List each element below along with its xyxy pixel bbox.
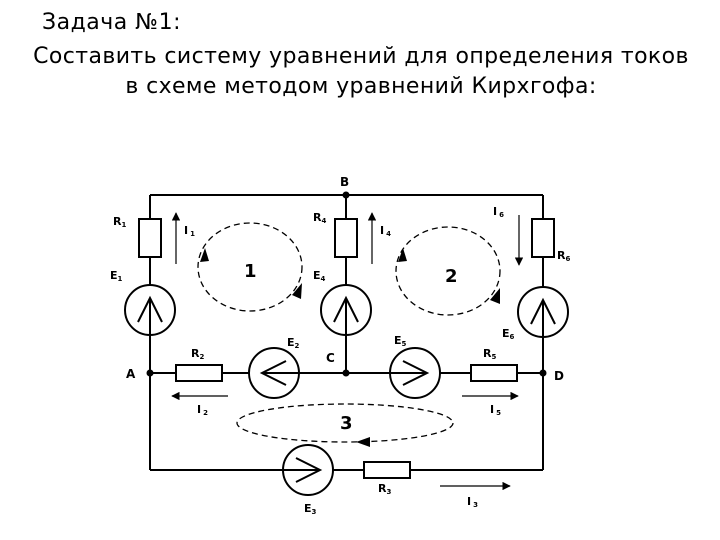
resistor-r3: [363, 461, 411, 479]
loop-arrow-1b: [292, 283, 302, 299]
loop-arrow-2b: [490, 288, 500, 304]
resistor-r2: [175, 364, 223, 382]
resistor-r4: [334, 218, 358, 258]
label-e3: E3: [304, 502, 317, 516]
loop-arrow-2: [398, 248, 407, 262]
node-label-b: B: [340, 175, 349, 189]
label-r2: R2: [191, 347, 204, 361]
label-r1: R1: [113, 215, 126, 229]
source-e6-arrow: [530, 297, 556, 337]
loop-label-2: 2: [445, 266, 458, 287]
loop-contour-2: [395, 226, 501, 316]
label-r6: R6: [557, 249, 570, 263]
label-e2: E2: [287, 336, 300, 350]
problem-statement: Составить систему уравнений для определе…: [33, 44, 689, 99]
source-e3-arrow: [283, 457, 323, 483]
loop-contour-1: [197, 222, 303, 312]
label-e4: E4: [313, 269, 326, 283]
label-e6: E6: [502, 327, 515, 341]
task-label: Задача №1:: [42, 10, 182, 35]
loop-arrow-1: [200, 248, 209, 262]
node-dot-a: [146, 369, 154, 377]
node-label-d: D: [554, 369, 564, 383]
label-e1: E1: [110, 269, 123, 283]
source-e1-arrow: [137, 295, 163, 335]
node-dot-c: [342, 369, 350, 377]
node-dot-d: [539, 369, 547, 377]
label-r3: R3: [378, 482, 391, 496]
node-label-c: C: [326, 351, 335, 365]
loop-label-3: 3: [340, 413, 353, 434]
node-label-a: A: [126, 367, 136, 381]
node-dot-b: [342, 191, 350, 199]
label-e5: E5: [394, 334, 407, 348]
label-r4: R4: [313, 211, 326, 225]
source-e5-arrow: [390, 360, 430, 386]
source-e4-arrow: [333, 295, 359, 335]
loop-arrow-3: [356, 437, 370, 447]
resistor-r5: [470, 364, 518, 382]
source-e2-arrow: [259, 360, 299, 386]
label-r5: R5: [483, 347, 496, 361]
resistor-r1: [138, 218, 162, 258]
loop-label-1: 1: [244, 261, 257, 282]
loop-contour-3: [236, 403, 454, 443]
resistor-r6: [531, 218, 555, 258]
